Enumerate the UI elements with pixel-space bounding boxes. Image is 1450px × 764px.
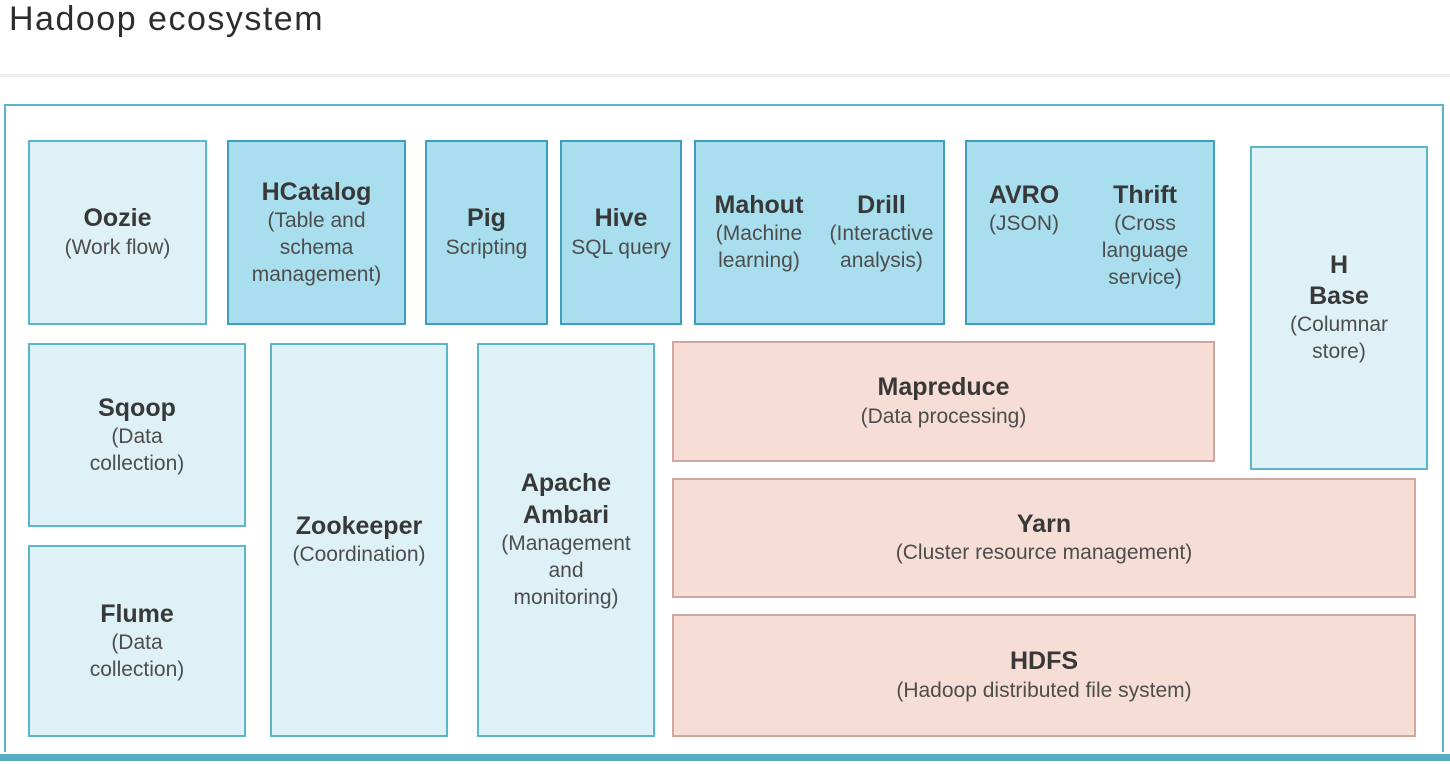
box-name: Yarn	[1016, 509, 1072, 538]
box-name: Thrift	[1113, 181, 1177, 209]
title-divider	[0, 74, 1450, 77]
box-oozie: Oozie (Work flow)	[28, 140, 207, 325]
box-name: Pig	[467, 204, 506, 233]
page-title: Hadoop ecosystem	[9, 0, 325, 38]
box-pig: Pig Scripting	[425, 140, 548, 325]
box-desc: Scripting	[445, 235, 528, 259]
box-desc: (Interactive analysis)	[829, 222, 934, 273]
box-desc: (Data collection)	[89, 630, 185, 681]
box-desc: (Data collection)	[89, 424, 185, 475]
box-avro: AVRO (JSON)	[974, 180, 1074, 238]
box-mahout-drill: Mahout (Machine learning) Drill (Interac…	[694, 140, 945, 325]
box-name: Apache Ambari	[520, 469, 612, 529]
box-name: Flume	[100, 599, 174, 628]
box-name: AVRO	[988, 181, 1060, 209]
box-name: HDFS	[1009, 647, 1079, 676]
box-desc: (Cross language service)	[1101, 212, 1189, 289]
box-avro-thrift: AVRO (JSON) Thrift (Cross language servi…	[965, 140, 1215, 325]
box-desc: SQL query	[571, 235, 671, 259]
box-yarn: Yarn (Cluster resource management)	[672, 478, 1416, 598]
box-hive: Hive SQL query	[560, 140, 682, 325]
box-hbase: H Base (Columnar store)	[1250, 146, 1428, 470]
box-drill: Drill (Interactive analysis)	[826, 190, 937, 275]
box-name: Mapreduce	[877, 373, 1010, 402]
box-desc: (Table and schema management)	[251, 208, 382, 286]
box-hcatalog: HCatalog (Table and schema management)	[227, 140, 406, 325]
box-name: Oozie	[83, 204, 152, 233]
box-name: Hive	[594, 204, 648, 233]
box-name: Zookeeper	[295, 511, 423, 540]
box-desc: (Columnar store)	[1289, 313, 1389, 364]
box-desc: (Work flow)	[64, 235, 171, 259]
box-desc: (Data processing)	[860, 404, 1027, 428]
box-flume: Flume (Data collection)	[28, 545, 246, 737]
box-desc: (JSON)	[989, 212, 1059, 236]
box-desc: (Machine learning)	[715, 222, 803, 273]
box-name: HCatalog	[261, 177, 372, 206]
box-desc: (Cluster resource management)	[895, 541, 1193, 565]
box-name: H Base	[1309, 250, 1369, 311]
box-name: Drill	[857, 191, 906, 219]
box-sqoop: Sqoop (Data collection)	[28, 343, 246, 527]
box-name: Mahout	[714, 191, 804, 219]
box-name: Sqoop	[98, 393, 176, 422]
box-zookeeper: Zookeeper (Coordination)	[270, 343, 448, 737]
bottom-accent-bar	[0, 754, 1450, 761]
box-thrift: Thrift (Cross language service)	[1084, 180, 1206, 292]
box-desc: (Coordination)	[292, 543, 426, 567]
box-desc: (Hadoop distributed file system)	[896, 678, 1192, 702]
box-mahout: Mahout (Machine learning)	[702, 190, 816, 275]
box-desc: (Management and monitoring)	[501, 531, 631, 609]
box-ambari: Apache Ambari (Management and monitoring…	[477, 343, 655, 737]
diagram-frame: Oozie (Work flow) HCatalog (Table and sc…	[4, 104, 1444, 752]
box-hdfs: HDFS (Hadoop distributed file system)	[672, 614, 1416, 737]
box-mapreduce: Mapreduce (Data processing)	[672, 341, 1215, 462]
